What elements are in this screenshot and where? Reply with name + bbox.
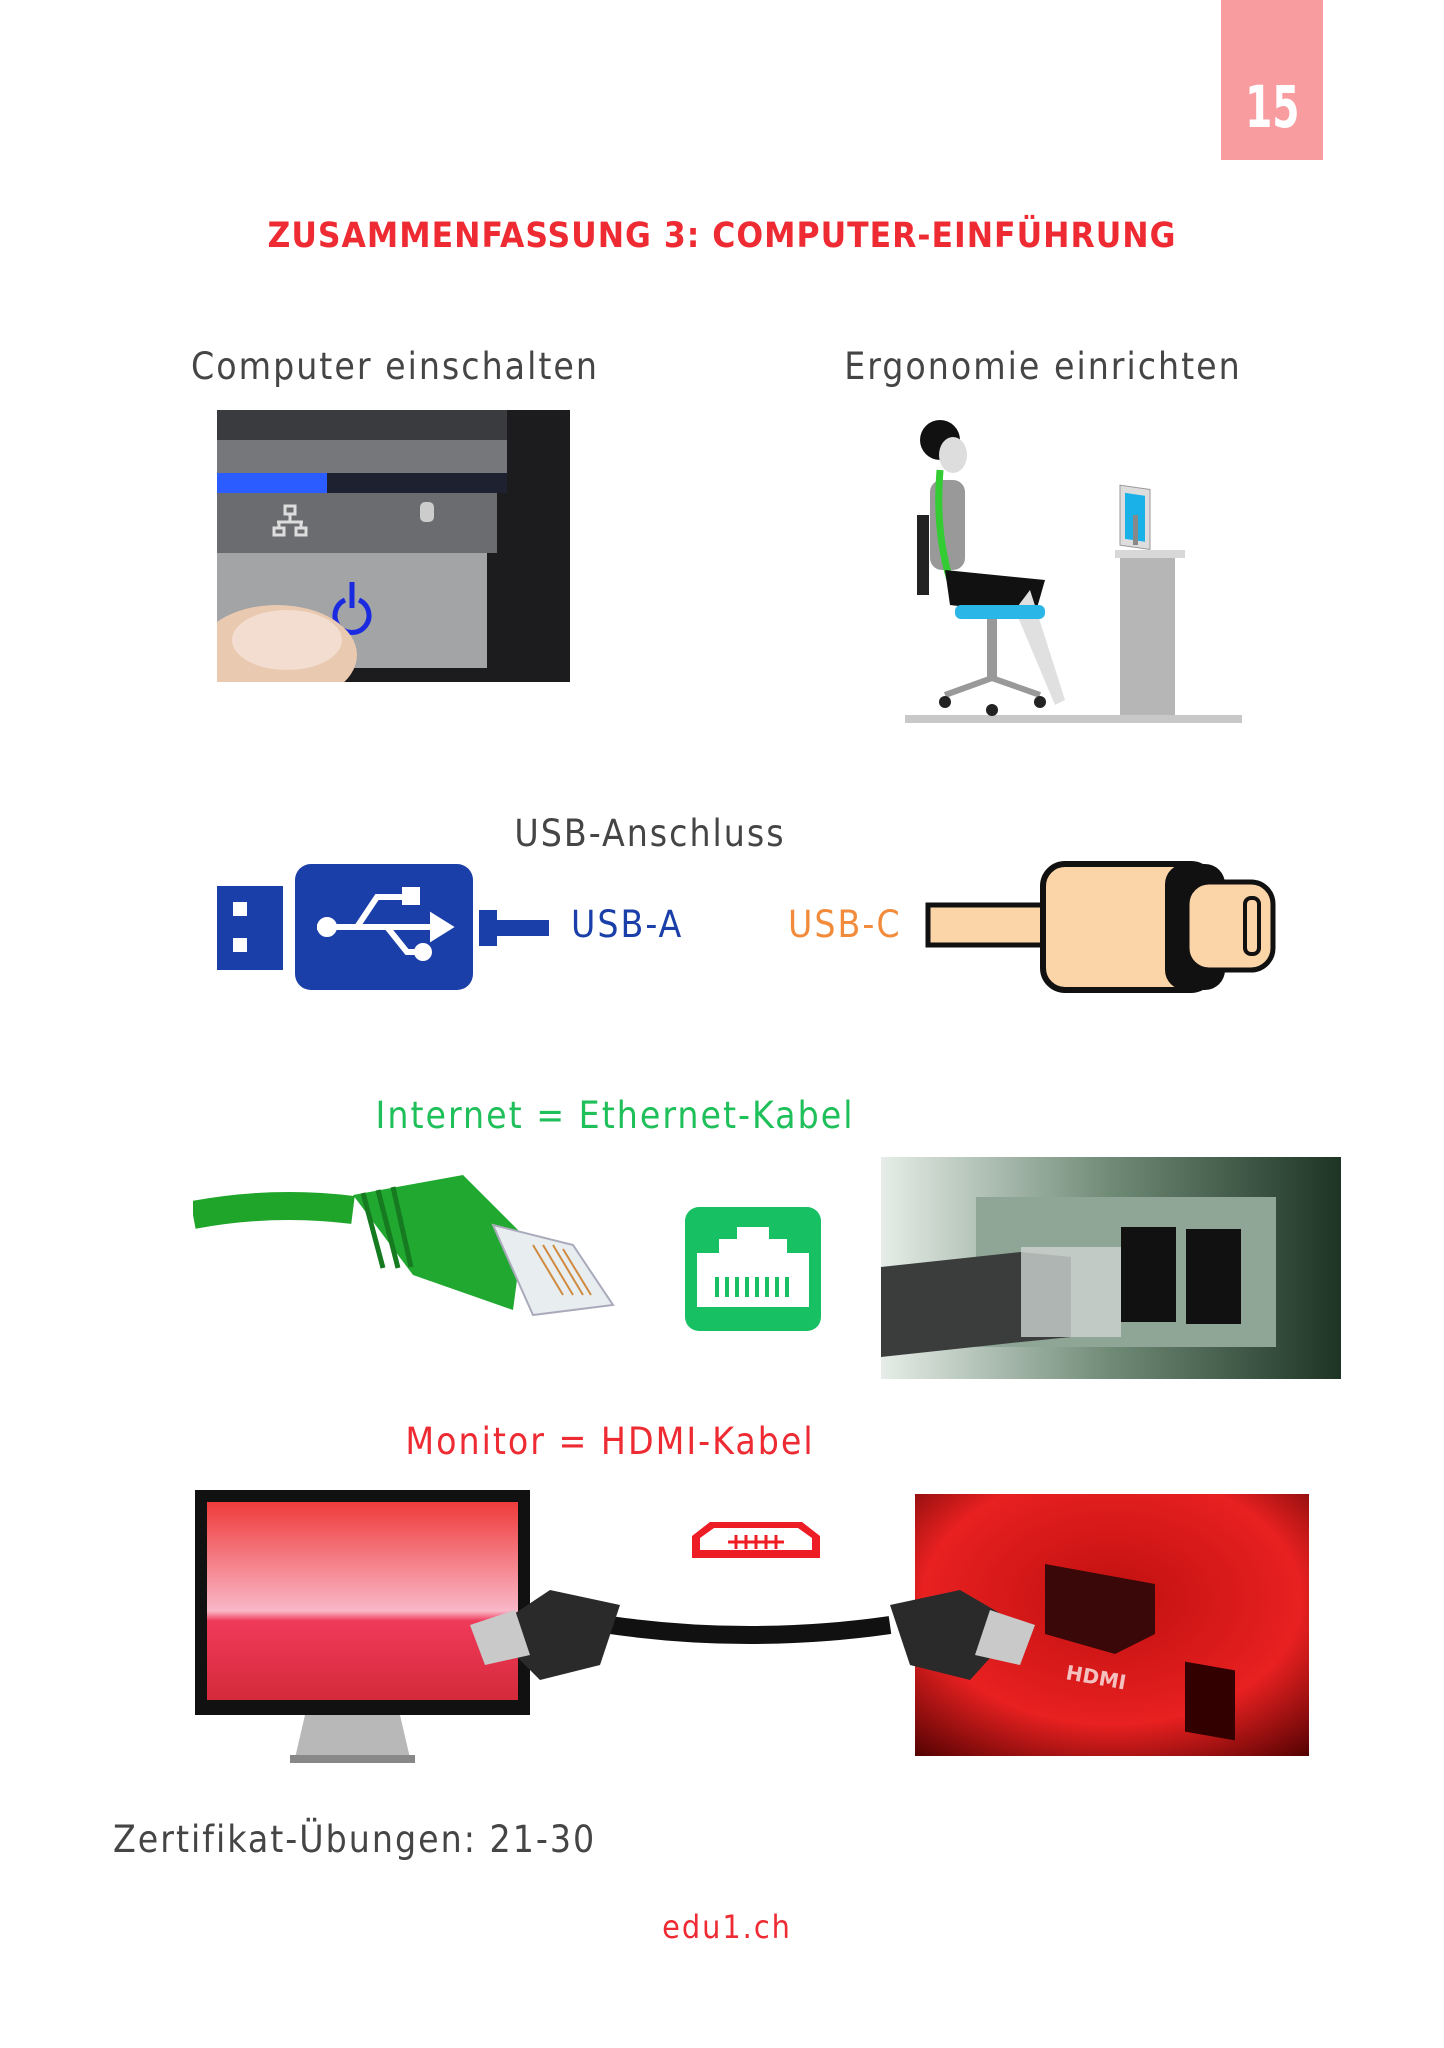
hdmi-label: Monitor = HDMI-Kabel: [405, 1420, 815, 1463]
usb-c-icon: [925, 861, 1276, 993]
power-icon: [332, 582, 372, 635]
usb-a-icon: [217, 864, 549, 990]
ethernet-label: Internet = Ethernet-Kabel: [375, 1094, 855, 1137]
hdmi-cable-photo: [470, 1590, 1035, 1680]
ergonomics-label: Ergonomie einrichten: [844, 345, 1242, 388]
ethernet-cable-photo: [193, 1175, 615, 1317]
disk-icon: [420, 502, 434, 522]
exercises-text: Zertifikat-Übungen: 21-30: [113, 1818, 597, 1861]
usb-c-label: USB-C: [788, 903, 902, 946]
page-number: 15: [1244, 73, 1300, 141]
network-icon: [272, 504, 308, 537]
power-label: Computer einschalten: [191, 345, 599, 388]
footer-link[interactable]: edu1.ch: [662, 1908, 792, 1946]
usb-a-label: USB-A: [571, 903, 684, 946]
ethernet-port-icon: [685, 1207, 821, 1331]
hdmi-port-icon: [692, 1522, 820, 1558]
monitor-photo: [195, 1490, 530, 1763]
usb-label: USB-Anschluss: [514, 812, 786, 855]
page-number-badge: 15: [1221, 0, 1323, 160]
power-button-photo: [217, 410, 570, 682]
page-title: ZUSAMMENFASSUNG 3: COMPUTER-EINFÜHRUNG: [267, 216, 1177, 256]
ergonomics-illustration: [905, 420, 1242, 723]
ethernet-port-photo: [881, 1157, 1341, 1379]
